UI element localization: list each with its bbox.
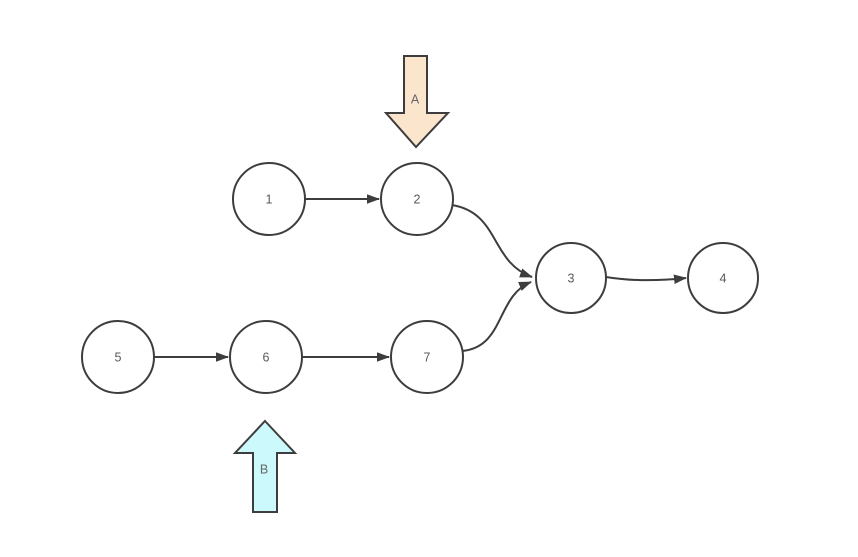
block-arrow-a-label: A [411,92,420,106]
node-5[interactable] [81,320,155,394]
node-7[interactable] [390,320,464,394]
node-2[interactable] [380,162,454,236]
node-1-label: 1 [266,192,273,206]
node-4-label: 4 [720,271,727,285]
node-3[interactable] [535,242,607,314]
edge-7-to-3[interactable] [461,281,532,352]
node-5-label: 5 [115,350,122,364]
edge-2-to-3[interactable] [451,204,533,278]
edges-layer [154,194,687,362]
block-arrow-b-up-icon[interactable] [232,419,298,513]
edge-3-to-4[interactable] [605,274,687,285]
block-arrow-a-down-icon[interactable] [383,55,451,149]
block-arrows-layer: AB [232,55,451,513]
node-1[interactable] [232,162,306,236]
node-7-label: 7 [424,350,431,364]
node-6[interactable] [229,320,303,394]
block-arrow-b-label: B [260,462,268,476]
node-3-label: 3 [568,271,575,285]
node-4[interactable] [687,242,759,314]
node-6-label: 6 [263,350,270,364]
node-2-label: 2 [414,192,421,206]
nodes-layer: 1 2 3 4 5 6 7 [81,162,759,394]
